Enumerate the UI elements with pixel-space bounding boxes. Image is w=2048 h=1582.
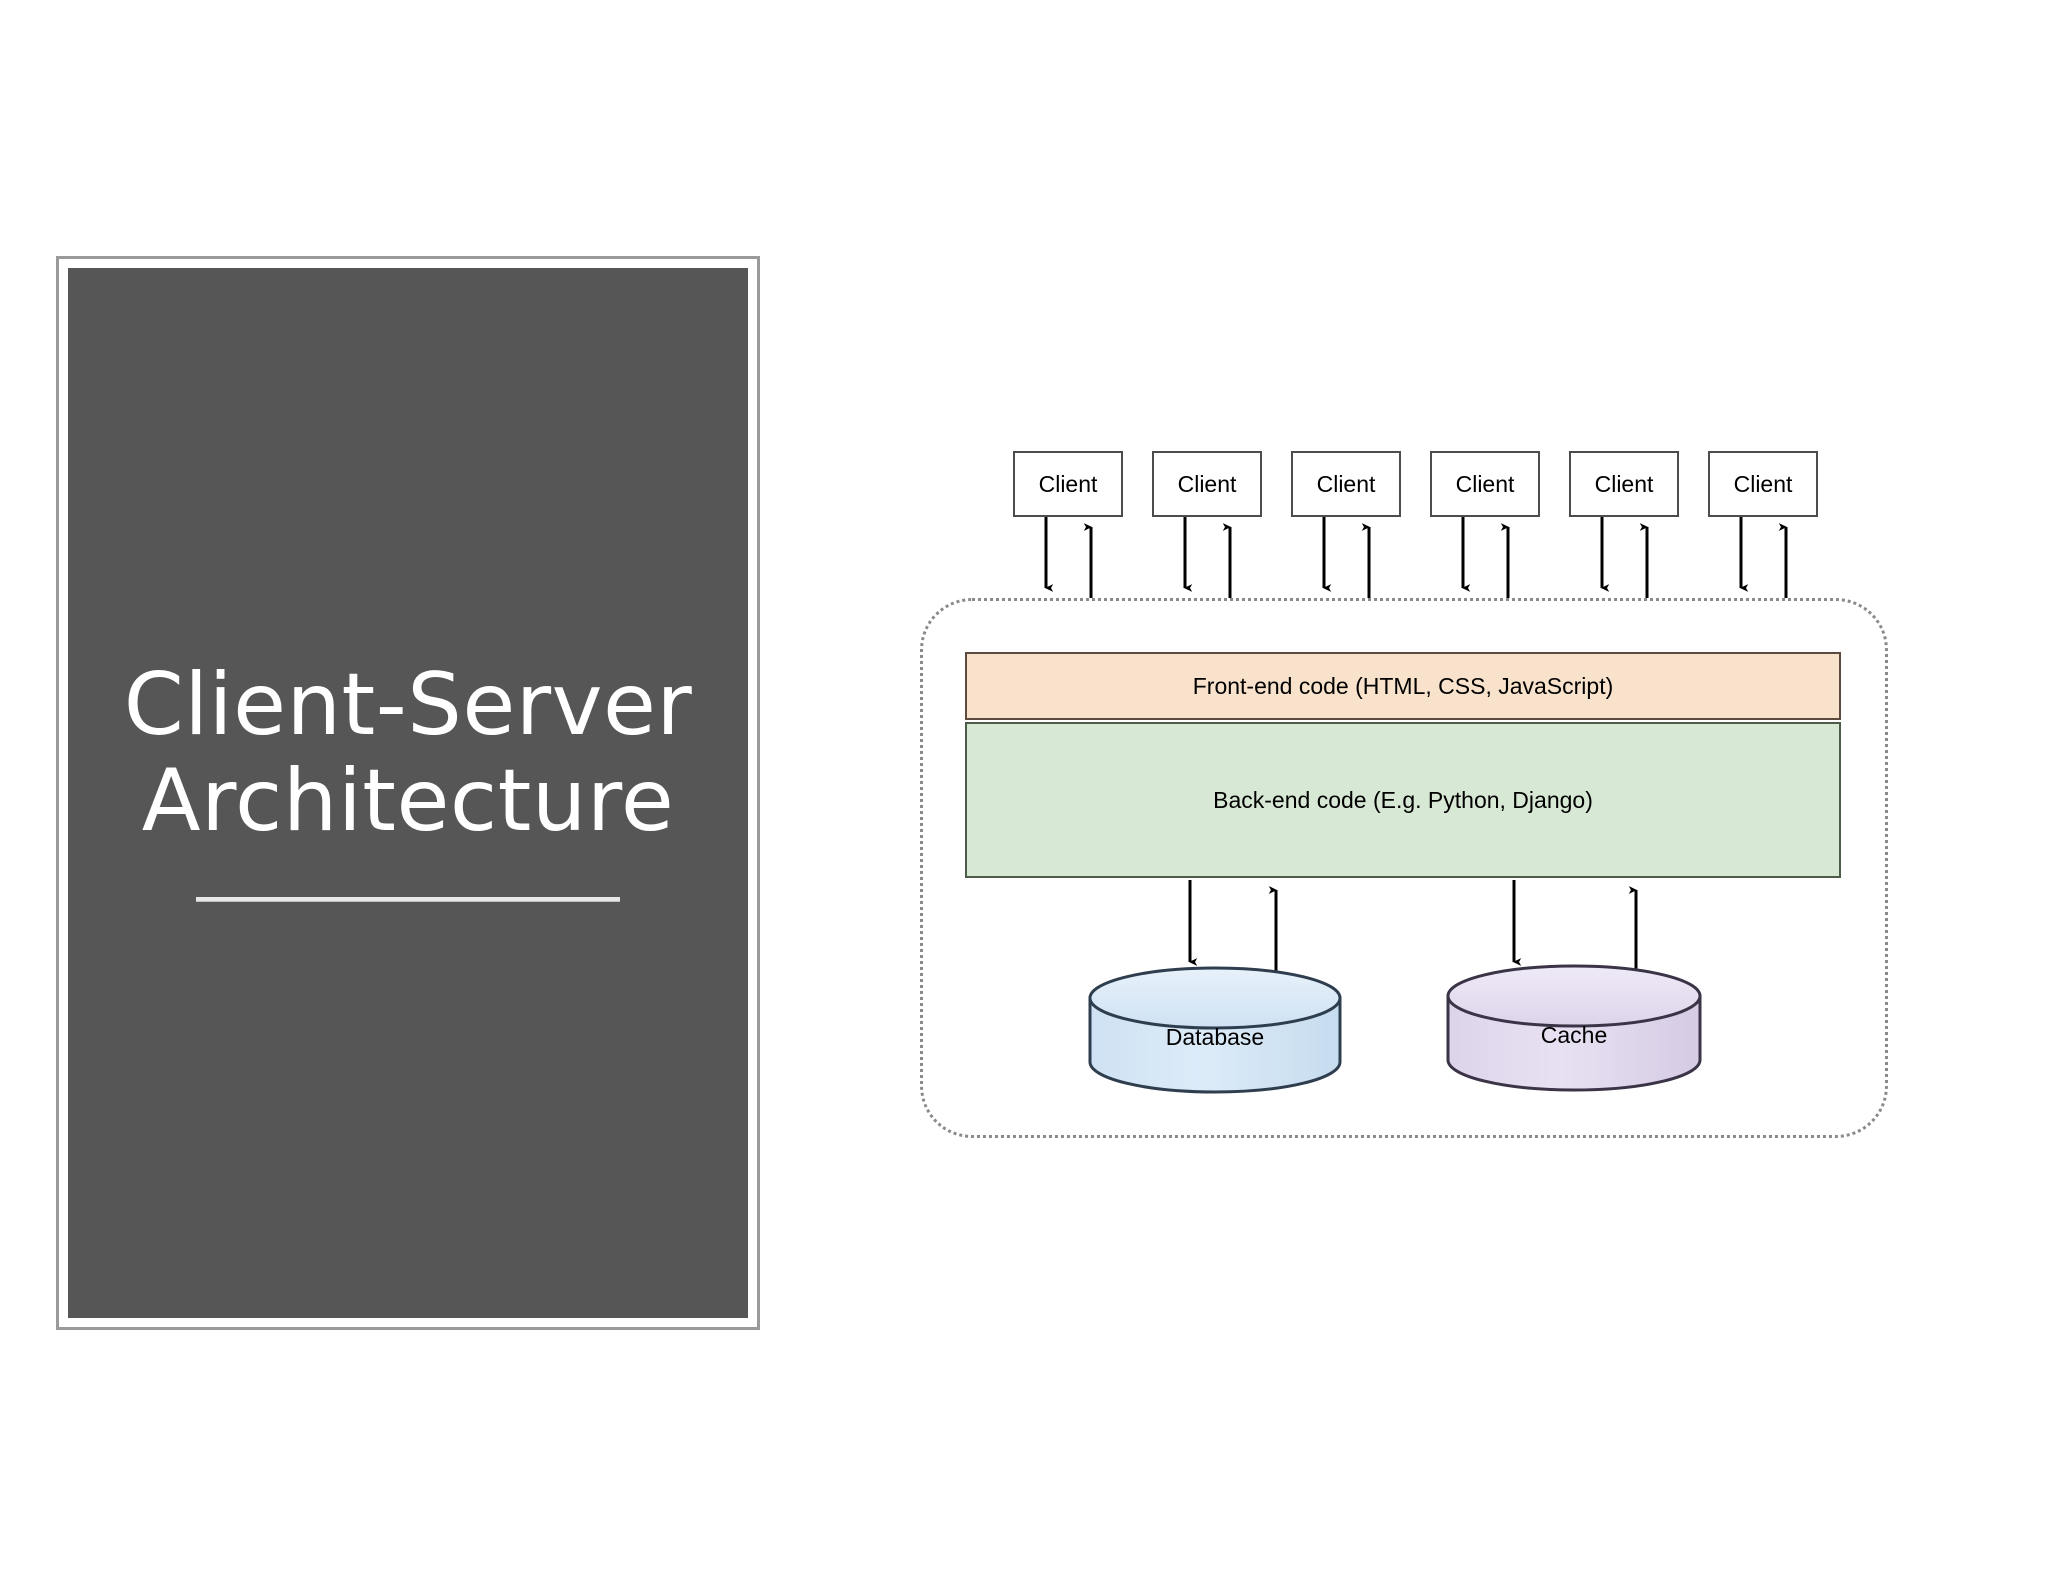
backend-code-layer[interactable]: Back-end code (E.g. Python, Django) (965, 722, 1841, 878)
cache-cylinder-shape (1446, 964, 1702, 1092)
client-box-2[interactable]: Client (1152, 451, 1262, 517)
client-box-4[interactable]: Client (1430, 451, 1540, 517)
client-box-label: Client (1177, 470, 1237, 497)
database-cylinder[interactable]: Database (1090, 968, 1340, 1092)
frontend-code-layer[interactable]: Front-end code (HTML, CSS, JavaScript) (965, 652, 1841, 720)
client-box-1[interactable]: Client (1013, 451, 1123, 517)
database-label: Database (1165, 1023, 1265, 1050)
cache-cylinder[interactable]: Cache (1448, 966, 1700, 1090)
client-box-6[interactable]: Client (1708, 451, 1818, 517)
client-box-3[interactable]: Client (1291, 451, 1401, 517)
client-box-5[interactable]: Client (1569, 451, 1679, 517)
cache-label: Cache (1540, 1021, 1608, 1048)
title-slide-panel: Client-Server Architecture (56, 256, 760, 1330)
client-box-label: Client (1316, 470, 1376, 497)
page-title: Client-Server Architecture (123, 654, 693, 851)
backend-code-label: Back-end code (E.g. Python, Django) (1213, 786, 1593, 813)
client-box-label: Client (1733, 470, 1793, 497)
title-panel-content: Client-Server Architecture (68, 268, 748, 1318)
database-cylinder-shape (1088, 966, 1342, 1094)
frontend-code-label: Front-end code (HTML, CSS, JavaScript) (1192, 672, 1614, 699)
client-box-label: Client (1594, 470, 1654, 497)
client-box-label: Client (1455, 470, 1515, 497)
server-boundary (920, 598, 1888, 1138)
client-box-label: Client (1038, 470, 1098, 497)
title-divider (196, 897, 620, 902)
